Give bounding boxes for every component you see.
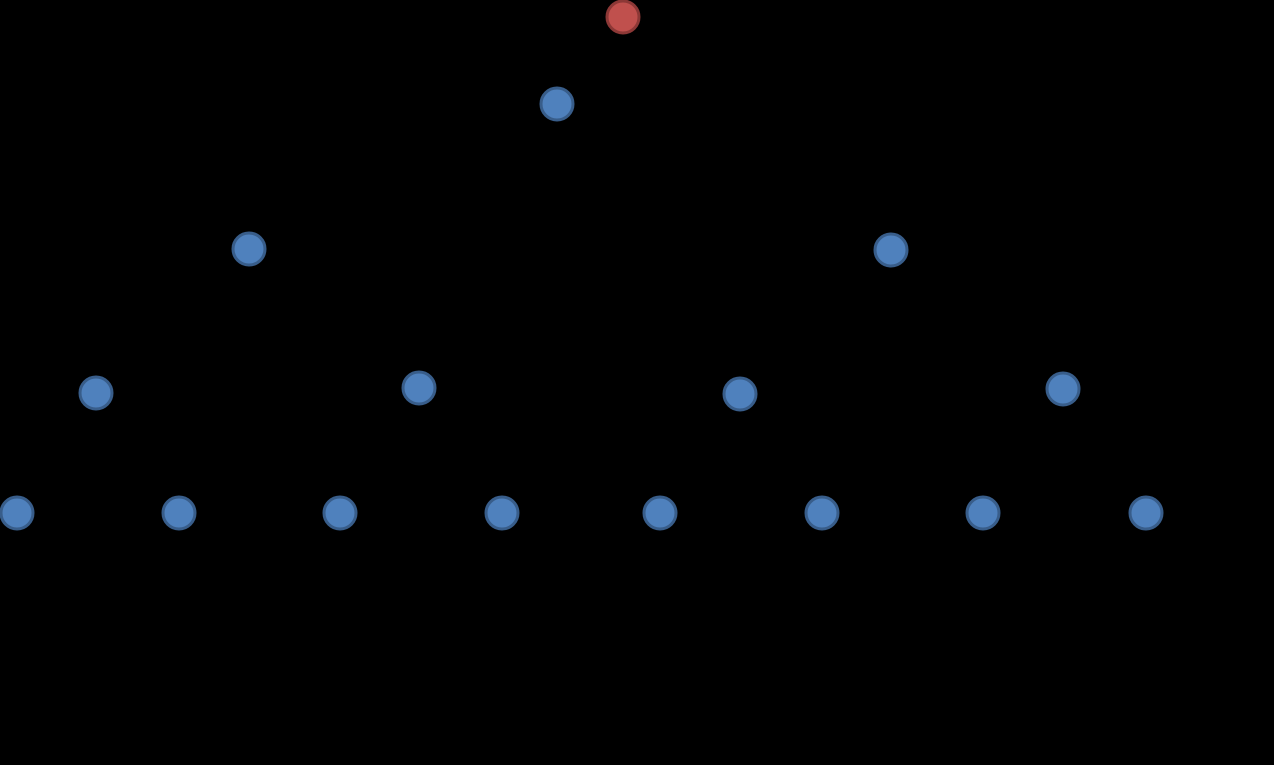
tree-node-circle-icon [722, 376, 758, 412]
tree-node-circle-icon [965, 495, 1001, 531]
tree-node-circle-icon [401, 370, 437, 406]
tree-node-circle-icon [0, 495, 35, 531]
tree-node-circle-icon [484, 495, 520, 531]
tree-node-circle-icon [539, 86, 575, 122]
tree-node-circle-icon [1128, 495, 1164, 531]
root-node-circle-icon [605, 0, 641, 35]
tree-node-circle-icon [804, 495, 840, 531]
tree-node-circle-icon [642, 495, 678, 531]
tree-node-circle-icon [1045, 371, 1081, 407]
tree-node-circle-icon [873, 232, 909, 268]
tree-node-circle-icon [322, 495, 358, 531]
tree-node-circle-icon [78, 375, 114, 411]
tree-node-circle-icon [161, 495, 197, 531]
tree-node-circle-icon [231, 231, 267, 267]
